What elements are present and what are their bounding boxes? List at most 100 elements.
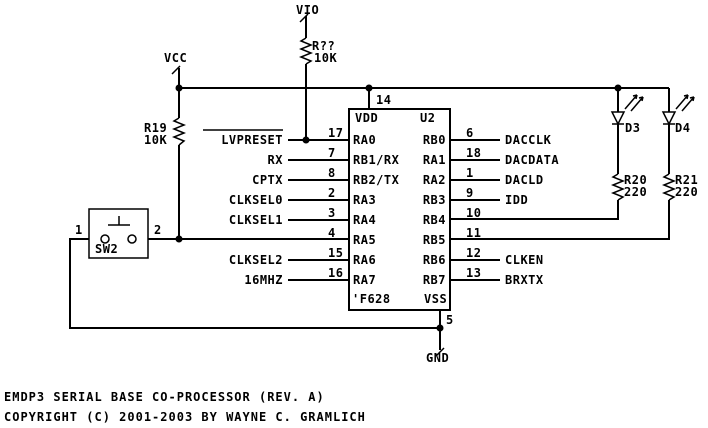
rtop-zigzag (298, 37, 314, 65)
net-label: CLKSEL2 (229, 253, 283, 267)
d3-ref: D3 (625, 121, 640, 135)
pin-number: 6 (466, 126, 474, 140)
pin-name: RA6 (353, 253, 376, 267)
sw2-pin1: 1 (75, 223, 83, 237)
footer-copyright: COPYRIGHT (C) 2001-2003 BY WAYNE C. GRAM… (4, 410, 366, 424)
chip-pin-right: RB5 11 (423, 226, 481, 247)
pin-number: 13 (466, 266, 481, 280)
r20-value: 220 (624, 185, 647, 199)
sw2-body (88, 208, 149, 259)
rtop-ref: R?? (312, 39, 335, 53)
net-label: LVPRESET (221, 133, 283, 147)
junction-dot (175, 84, 183, 92)
net-label: 16MHZ (244, 273, 283, 287)
pin-number: 1 (466, 166, 474, 180)
pin-name: RB7 (423, 273, 446, 287)
pin-name: RB6 (423, 253, 446, 267)
pin-number: 12 (466, 246, 481, 260)
net-label: DACLD (505, 173, 544, 187)
pin-number: 2 (328, 186, 336, 200)
sw2-actuator (108, 216, 130, 226)
vss-label: VSS (424, 292, 447, 306)
junction-dot (175, 235, 183, 243)
pin-number: 9 (466, 186, 474, 200)
r21-zigzag (661, 173, 677, 201)
pin-name: RB3 (423, 193, 446, 207)
pin-name: RA0 (353, 133, 376, 147)
pin-number: 16 (328, 266, 343, 280)
vio-label: VIO (296, 3, 319, 17)
vcc-supply: VCC (164, 51, 669, 118)
net-label: CLKSEL0 (229, 193, 283, 207)
net-label: CLKSEL1 (229, 213, 283, 227)
d4-light-arrows (675, 94, 695, 112)
pin-name: RA4 (353, 213, 376, 227)
pin-name: RA2 (423, 173, 446, 187)
net-label: IDD (505, 193, 528, 207)
footer-title: EMDP3 SERIAL BASE CO-PROCESSOR (REV. A) (4, 390, 325, 404)
chip-ref: U2 (420, 111, 435, 125)
d3-triangle (610, 111, 626, 126)
pin-number: 8 (328, 166, 336, 180)
vdd-label: VDD (355, 111, 378, 125)
r21-value: 220 (675, 185, 698, 199)
r19-value: 10K (144, 133, 167, 147)
r19-ref: R19 (144, 121, 167, 135)
pin-name: RB1/RX (353, 153, 400, 167)
junction-dot (436, 324, 444, 332)
net-label: DACCLK (505, 133, 552, 147)
vdd-pin-number: 14 (376, 93, 391, 107)
pin-number: 7 (328, 146, 336, 160)
vcc-tick (171, 65, 181, 75)
pin-name: RB0 (423, 133, 446, 147)
chip-left-pins: RA017LVPRESETRB1/RX7RXRB2/TX8CPTXRA32CLK… (203, 126, 400, 287)
pin-name: RA3 (353, 193, 376, 207)
d4-triangle (661, 111, 677, 126)
d3-led: D3 (610, 88, 644, 174)
pin-name: RB2/TX (353, 173, 400, 187)
gnd-supply: GND (426, 347, 449, 365)
r21-resistor: R21 220 (450, 173, 698, 240)
pin-number: 15 (328, 246, 343, 260)
sw2-ref: SW2 (95, 242, 118, 256)
vcc-label: VCC (164, 51, 187, 65)
net-label: DACDATA (505, 153, 559, 167)
rb5-wire (450, 200, 670, 240)
u2-body (348, 108, 451, 311)
d4-ref: D4 (675, 121, 690, 135)
junction-dot (302, 136, 310, 144)
sw2-switch: SW2 1 2 (69, 208, 440, 329)
pin-number: 17 (328, 126, 343, 140)
gnd-label: GND (426, 351, 449, 365)
r19-zigzag (171, 117, 187, 146)
r20-zigzag (610, 173, 626, 201)
rtop-value: 10K (314, 51, 337, 65)
pin-number: 11 (466, 226, 481, 240)
net-label: BRXTX (505, 273, 544, 287)
net-label: CLKEN (505, 253, 544, 267)
pin-name: RB4 (423, 213, 446, 227)
r19-resistor: R19 10K (144, 117, 187, 239)
u2-chip: 14 VDD U2 'F628 VSS 5 (348, 88, 453, 350)
pin-number: 18 (466, 146, 481, 160)
r20-resistor: R20 220 (450, 173, 647, 220)
r20-ref: R20 (624, 173, 647, 187)
pin-name: RB5 (423, 233, 446, 247)
sw2-ground-wire (69, 238, 440, 329)
vio-supply: VIO R?? 10K (296, 3, 337, 139)
d4-led: D4 (661, 88, 695, 174)
vio-tick (299, 13, 309, 23)
